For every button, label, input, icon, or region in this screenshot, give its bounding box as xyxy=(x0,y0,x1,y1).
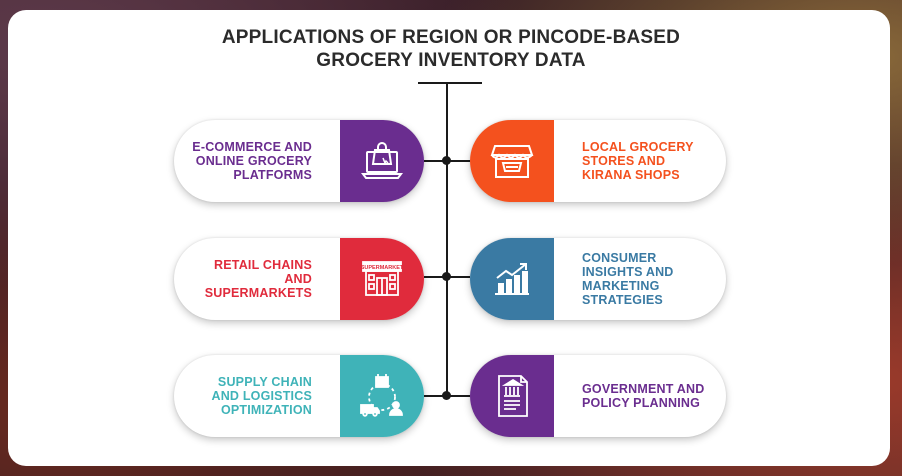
infographic-card xyxy=(8,10,890,466)
card-government-policy-label: GOVERNMENT AND POLICY PLANNING xyxy=(582,382,705,410)
supply-chain-cycle-icon xyxy=(360,374,403,417)
title-connector xyxy=(418,82,482,84)
card-government-policy-icon-box xyxy=(470,355,554,437)
card-government-policy: GOVERNMENT AND POLICY PLANNING xyxy=(470,355,726,437)
supermarket-sign-text: SUPERMARKET xyxy=(361,265,404,271)
card-consumer-insights-label: CONSUMER INSIGHTS AND MARKETING STRATEGI… xyxy=(582,251,674,307)
card-consumer-insights-icon-box xyxy=(470,238,554,320)
card-local-grocery-label: LOCAL GROCERY STORES AND KIRANA SHOPS xyxy=(582,140,694,182)
branch-dot-row-3 xyxy=(442,391,451,400)
title-line-2: GROCERY INVENTORY DATA xyxy=(316,50,586,71)
card-supply-chain: SUPPLY CHAIN AND LOGISTICS OPTIMIZATION xyxy=(174,355,424,437)
laptop-shopping-bag-icon xyxy=(361,142,403,179)
card-ecommerce-label: E-COMMERCE AND ONLINE GROCERY PLATFORMS xyxy=(192,140,312,182)
government-document-icon xyxy=(498,375,528,417)
card-ecommerce-icon-box xyxy=(340,120,424,202)
page-title: APPLICATIONS OF REGION OR PINCODE-BASED … xyxy=(0,26,902,72)
supermarket-building-icon: SUPERMARKET xyxy=(361,261,404,296)
growth-chart-icon xyxy=(495,263,529,295)
card-local-grocery: LOCAL GROCERY STORES AND KIRANA SHOPS xyxy=(470,120,726,202)
card-retail-chains: RETAIL CHAINS AND SUPERMARKETS SUPERMARK… xyxy=(174,238,424,320)
card-retail-chains-icon-box: SUPERMARKET xyxy=(340,238,424,320)
branch-dot-row-2 xyxy=(442,272,451,281)
vertical-trunk xyxy=(446,82,448,397)
storefront-icon xyxy=(490,145,534,178)
card-consumer-insights: CONSUMER INSIGHTS AND MARKETING STRATEGI… xyxy=(470,238,726,320)
card-ecommerce: E-COMMERCE AND ONLINE GROCERY PLATFORMS xyxy=(174,120,424,202)
card-local-grocery-icon-box xyxy=(470,120,554,202)
card-supply-chain-icon-box xyxy=(340,355,424,437)
card-retail-chains-label: RETAIL CHAINS AND SUPERMARKETS xyxy=(204,258,312,300)
title-line-1: APPLICATIONS OF REGION OR PINCODE-BASED xyxy=(221,27,681,48)
branch-dot-row-1 xyxy=(442,156,451,165)
card-supply-chain-label: SUPPLY CHAIN AND LOGISTICS OPTIMIZATION xyxy=(211,375,312,417)
